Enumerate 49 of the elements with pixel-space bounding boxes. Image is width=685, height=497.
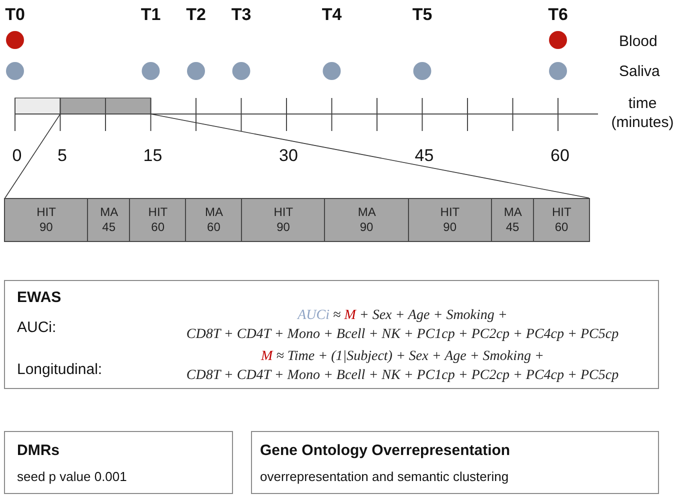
interval-box [242,199,326,241]
interval-box [130,199,186,241]
panel-box [4,280,659,389]
axis-label: time (minutes) [610,94,675,132]
zoom-line [4,114,61,198]
model-label: Longitudinal: [17,360,102,380]
interval-box [534,199,589,241]
panel-text: seed p value 0.001 [17,468,127,486]
tick-label: 60 [550,147,570,164]
panel-title: EWAS [17,288,62,308]
interval-label: HIT 90 [440,205,460,235]
equation: M ≈ Time + (1|Subject) + Sex + Age + Smoking + CD8T + CD4T + Mono + Bcell + NK + PC1cp + PC2cp + PC4cp + PC5cp [185,348,620,385]
panel-title: Gene Ontology Overrepresentation [260,441,510,461]
exercise-period [60,98,152,114]
interval-label: MA 45 [504,205,522,235]
timepoint-label: T1 [140,6,161,23]
panel-box [4,431,233,494]
timepoint-label: T5 [412,6,432,23]
interval-label: MA 60 [205,205,222,235]
interval-box [492,199,534,241]
interval-label: MA 45 [100,205,118,235]
interval-label: HIT 60 [552,205,572,235]
interval-label: MA 90 [358,205,376,235]
timepoint-label: T0 [5,6,25,23]
interval-label: HIT 90 [36,205,56,235]
timepoint-label: T3 [231,6,252,23]
panel-text: overrepresentation and semantic clustering [260,468,509,486]
zoom-line [150,114,590,198]
tick-label: 0 [12,147,22,164]
tick-label: 45 [414,147,434,164]
tick-label: 15 [143,147,162,164]
interval-box [5,199,88,241]
timepoint-label: T6 [548,6,568,23]
timepoint-label: T2 [186,6,206,23]
row-label: Blood [619,32,658,52]
model-label: AUCi: [17,318,56,338]
equation: AUCi ≈ M + Sex + Age + Smoking + CD8T + CD4T + Mono + Bcell + NK + PC1cp + PC2cp + PC4cp + PC5cp [185,307,620,344]
panel-title: DMRs [17,441,60,461]
interval-label: HIT 90 [274,205,293,235]
timepoint-label: T4 [322,6,342,23]
tick-label: 30 [279,147,298,164]
interval-box [88,199,130,241]
tick-label: 5 [58,147,67,164]
panel-box [251,431,659,494]
interval-label: HIT 60 [148,205,168,235]
interval-box [325,199,409,241]
interval-box [186,199,242,241]
row-label: Saliva [619,62,660,82]
interval-box [408,199,492,241]
